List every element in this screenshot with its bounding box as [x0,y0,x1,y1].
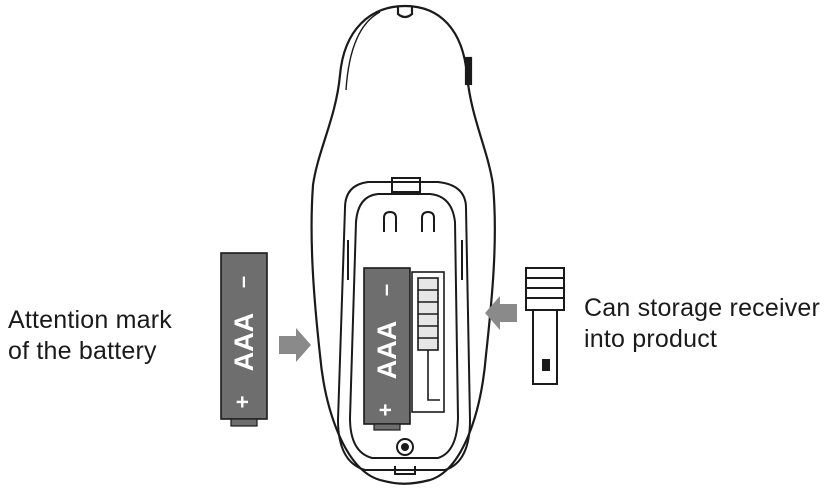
battery-loose-type: AAA [229,313,259,372]
receiver-stem [532,309,558,385]
battery-installed: – AAA + [363,267,411,431]
receiver-window [542,359,550,371]
battery-installed-body [363,267,411,425]
remote-control-body [310,4,496,485]
battery-installed-type: AAA [372,321,402,380]
receiver-slot-frame [411,271,445,413]
battery-loose-minus: – [230,276,255,288]
battery-mark-caption-line1: Attention mark [8,306,172,334]
receiver-slot [411,271,445,413]
arrow-right-icon [279,328,311,362]
compartment-inner [348,193,460,459]
battery-installed-terminal [373,423,401,431]
compartment-outer [336,181,472,471]
receiver-slot-channel [427,350,440,401]
arrow-left-icon [485,296,517,330]
receiver-storage-caption-line1: Can storage receiver [584,294,821,322]
receiver-storage-caption: Can storage receiver into product [584,293,820,355]
battery-loose-terminal [230,418,258,427]
compartment-tab [391,177,421,193]
battery-loose-plus: + [230,396,255,409]
usb-receiver [525,267,565,385]
latch-slot-left [383,210,397,232]
battery-mark-caption-line2: of the battery [8,337,157,365]
bottom-tab [394,466,416,475]
battery-loose: – AAA + [220,252,268,427]
latch-slot-right [421,210,435,232]
top-button [396,7,414,19]
battery-compartment [336,177,472,475]
battery-loose-body [220,252,268,420]
bottom-screw-center [401,443,409,451]
bottom-screw [396,438,414,456]
battery-installed-plus: + [373,404,398,417]
battery-installed-minus: – [373,284,398,296]
side-button [464,56,473,86]
battery-mark-caption: Attention mark of the battery [8,305,172,367]
remote-outline [310,4,496,485]
remote-seam [345,11,381,91]
receiver-storage-caption-line2: into product [584,325,718,353]
